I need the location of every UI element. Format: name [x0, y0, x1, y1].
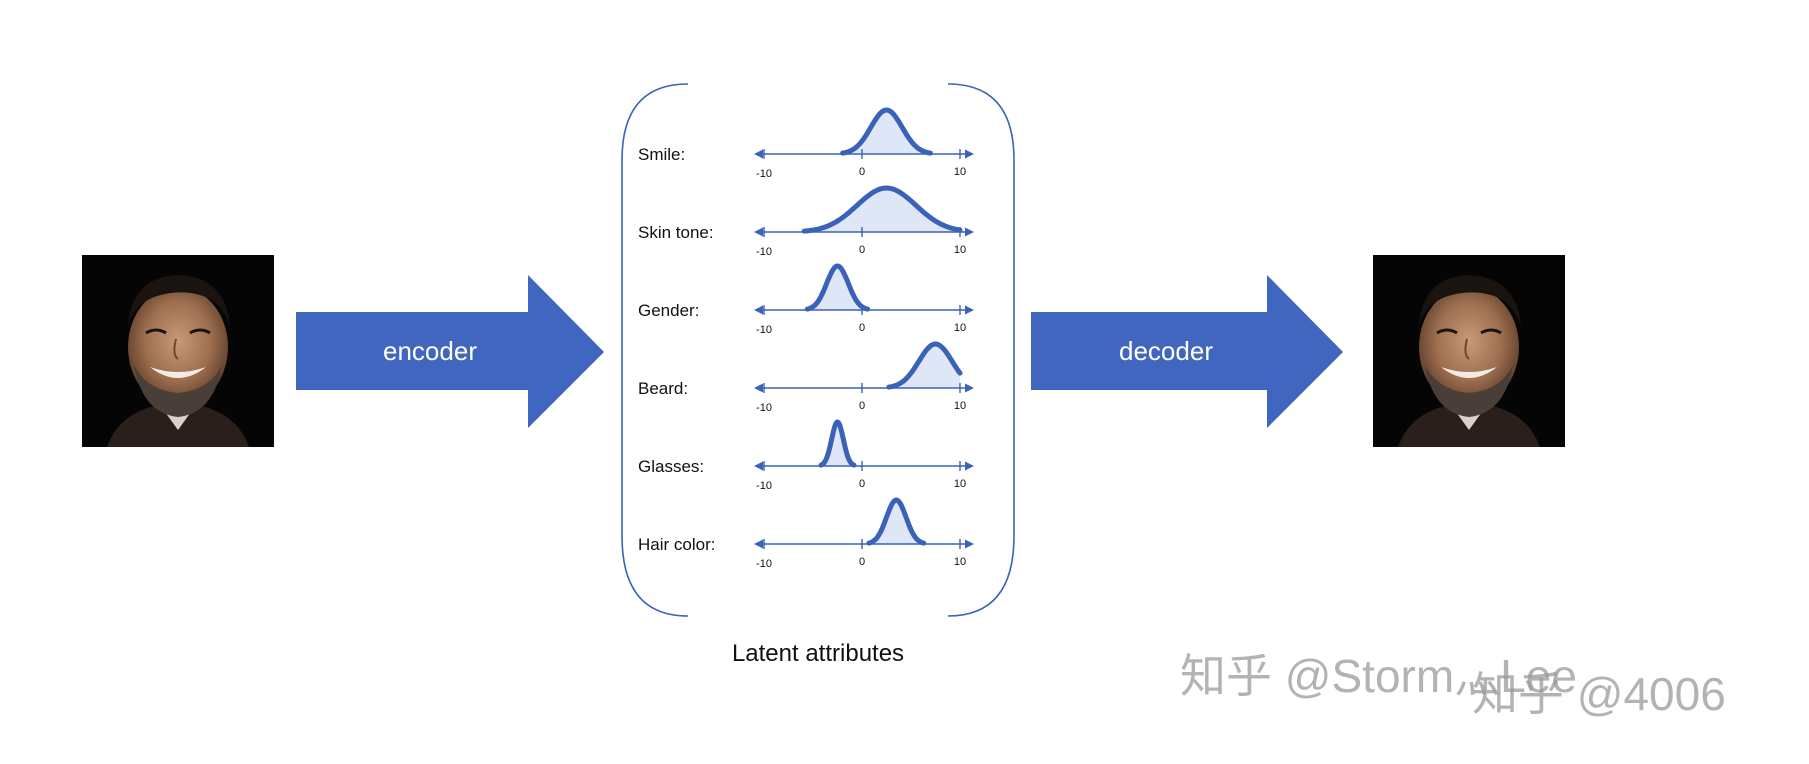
attribute-row-beard: Beard: -10 0 10	[638, 341, 974, 414]
distribution-curve	[866, 497, 927, 546]
distribution-curve	[801, 185, 963, 234]
distribution-curve	[840, 107, 933, 156]
tick-label: -10	[756, 558, 772, 570]
decoder-arrow-shape	[1031, 275, 1343, 428]
encoder-arrow-shape	[296, 275, 604, 428]
tick-label: -10	[756, 480, 772, 492]
panel-left-bracket	[621, 83, 689, 617]
attribute-row-hair-color: Hair color: -10 0 10	[638, 497, 974, 570]
axis-arrow-right	[965, 539, 974, 549]
input-face-image	[80, 253, 276, 449]
encoder-arrow: encoder	[296, 275, 604, 428]
tick-label: 0	[859, 322, 865, 334]
distribution-fill	[842, 110, 931, 154]
tick-label: 0	[859, 400, 865, 412]
distribution-curve	[818, 419, 857, 468]
attribute-row-glasses: Glasses: -10 0 10	[638, 419, 974, 492]
axis-arrow-left	[754, 461, 763, 471]
tick-label: 0	[859, 556, 865, 568]
attribute-label: Hair color:	[638, 535, 715, 554]
decoder-label: decoder	[1119, 336, 1213, 366]
axis-arrow-right	[965, 305, 974, 315]
axis-arrow-left	[754, 149, 763, 159]
distribution-curve	[804, 263, 871, 312]
attribute-row-gender: Gender: -10 0 10	[638, 263, 974, 336]
watermark-1: 知乎 @Storm灬Lee	[1180, 650, 1577, 702]
axis-arrow-left	[754, 539, 763, 549]
distribution-fill	[804, 188, 960, 232]
tick-label: 0	[859, 478, 865, 490]
attribute-label: Smile:	[638, 145, 685, 164]
output-face-image	[1371, 253, 1567, 449]
axis-arrow-left	[754, 227, 763, 237]
watermark-2: 知乎 @4006	[1472, 668, 1726, 720]
axis-arrow-right	[965, 149, 974, 159]
axis-arrow-right	[965, 383, 974, 393]
encoder-label: encoder	[383, 336, 477, 366]
tick-label: 10	[954, 556, 966, 568]
tick-label: 10	[954, 400, 966, 412]
latent-caption: Latent attributes	[732, 640, 904, 667]
panel-right-bracket	[947, 83, 1015, 617]
tick-label: 10	[954, 478, 966, 490]
tick-label: -10	[756, 402, 772, 414]
attribute-row-smile: Smile: -10 0 10	[638, 107, 974, 180]
attribute-label: Glasses:	[638, 457, 704, 476]
axis-arrow-left	[754, 305, 763, 315]
attribute-label: Beard:	[638, 379, 688, 398]
distribution-curve	[886, 341, 963, 390]
tick-label: 0	[859, 166, 865, 178]
attribute-label: Skin tone:	[638, 223, 714, 242]
tick-label: 10	[954, 322, 966, 334]
distribution-fill	[888, 344, 960, 388]
tick-label: 0	[859, 244, 865, 256]
tick-label: -10	[756, 168, 772, 180]
tick-label: 10	[954, 244, 966, 256]
axis-arrow-right	[965, 227, 974, 237]
attribute-label: Gender:	[638, 301, 699, 320]
axis-arrow-right	[965, 461, 974, 471]
decoder-arrow: decoder	[1031, 275, 1343, 428]
attribute-row-skin-tone: Skin tone: -10 0 10	[638, 185, 974, 258]
tick-label: 10	[954, 166, 966, 178]
latent-panel	[621, 83, 1015, 617]
tick-label: -10	[756, 246, 772, 258]
tick-label: -10	[756, 324, 772, 336]
axis-arrow-left	[754, 383, 763, 393]
